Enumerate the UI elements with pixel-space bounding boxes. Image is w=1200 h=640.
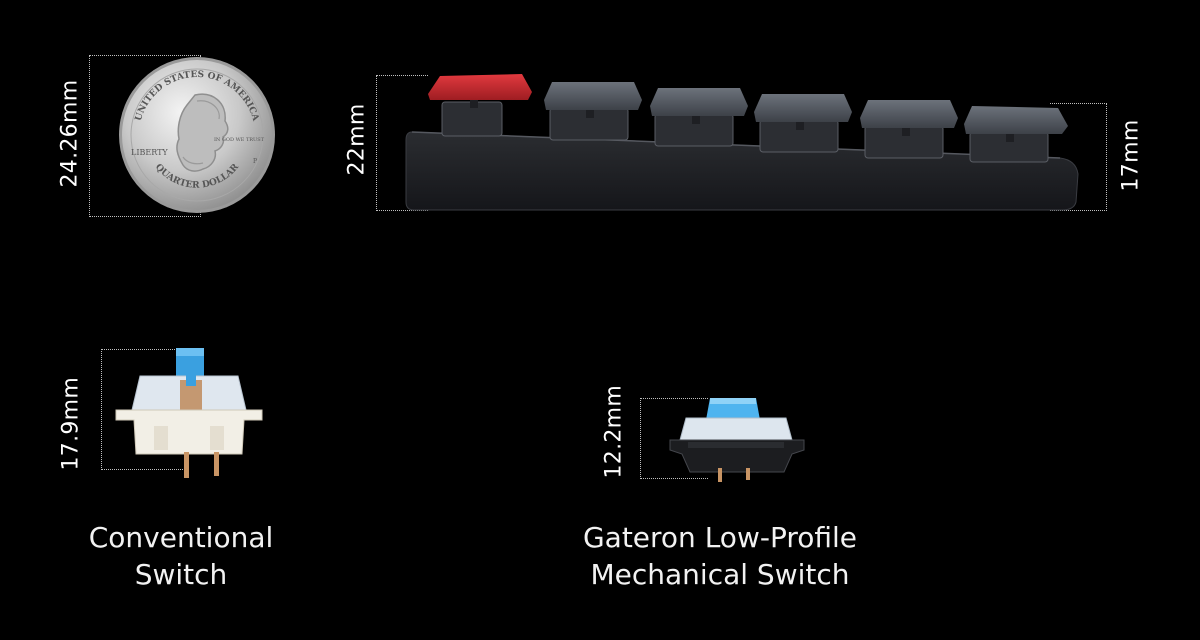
low-profile-switch-caption-line2: Mechanical Switch [590,558,850,591]
keycap-6 [964,106,1068,134]
low-profile-switch-caption-line1: Gateron Low-Profile [582,521,858,554]
conventional-switch-image [115,348,263,478]
keyboard-rear-measure-box [1050,103,1107,211]
quarter-motto: IN GOD WE TRUST [214,137,265,143]
keyboard-rear-height-label: 17mm [1118,119,1144,192]
keycap-5 [860,100,958,128]
conventional-switch-measure-box [101,349,185,470]
conventional-switch-dimension-label: 17.9mm [58,376,84,471]
red-keycap [428,74,532,100]
low-profile-switch-image [669,398,805,482]
keyboard-front-height-label: 22mm [344,103,370,176]
quarter-mint: P [253,158,257,165]
keyboard-front-measure-box [376,75,428,211]
conventional-switch-caption: Conventional Switch [61,519,301,593]
low-profile-switch-caption: Gateron Low-Profile Mechanical Switch [560,519,880,593]
quarter-dimension-label: 24.26mm [57,79,83,188]
keyboard-side-profile [405,74,1079,211]
low-profile-switch-measure-box [640,398,708,479]
conventional-switch-caption-line1: Conventional [88,521,274,554]
conventional-switch-caption-line2: Switch [134,558,228,591]
low-profile-switch-dimension-label: 12.2mm [601,384,627,479]
keycap-4 [754,94,852,122]
quarter-coin: UNITED STATES OF AMERICA QUARTER DOLLAR … [119,57,275,213]
keycap-3 [650,88,748,116]
quarter-liberty: LIBERTY [131,148,168,157]
keycap-2 [544,82,642,110]
